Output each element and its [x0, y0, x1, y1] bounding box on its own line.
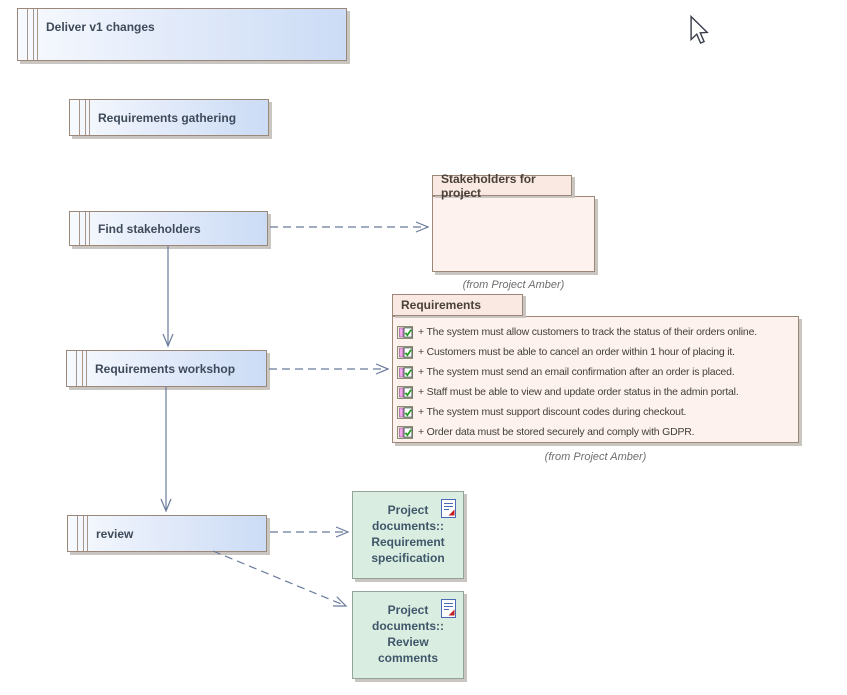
package-origin-note: (from Project Amber) — [544, 451, 647, 463]
activity-left-line — [27, 9, 28, 60]
mouse-cursor-icon — [690, 15, 709, 45]
document-icon — [441, 599, 456, 618]
activity-double-line — [82, 351, 87, 386]
activity-label: Find stakeholders — [98, 221, 201, 236]
requirement-checkbox-icon — [397, 325, 413, 339]
dependency-review-to-review-comments[interactable] — [212, 550, 348, 607]
package-requirements-body[interactable]: + The system must allow customers to tra… — [392, 316, 799, 443]
requirement-item[interactable]: + The system must allow customers to tra… — [393, 322, 798, 342]
activity-requirements-workshop[interactable]: Requirements workshop — [66, 350, 267, 387]
requirement-checkbox-icon — [397, 405, 413, 419]
activity-double-line — [33, 9, 38, 60]
requirement-text: + Staff must be able to view and update … — [418, 386, 739, 398]
activity-left-line — [79, 212, 80, 245]
requirement-text: + The system must send an email confirma… — [418, 366, 735, 378]
activity-deliver-v1-changes[interactable]: Deliver v1 changes — [17, 8, 347, 61]
requirement-text: + Customers must be able to cancel an or… — [418, 346, 735, 358]
document-label: Project documents:: Review comments — [372, 603, 444, 665]
activity-requirements-gathering[interactable]: Requirements gathering — [69, 99, 269, 136]
requirement-checkbox-icon — [397, 385, 413, 399]
activity-double-line — [83, 516, 88, 551]
requirement-checkbox-icon — [397, 425, 413, 439]
package-title: Stakeholders for project — [441, 171, 536, 200]
package-stakeholders-tab[interactable]: Stakeholders for project — [432, 172, 572, 200]
activity-review[interactable]: review — [67, 515, 267, 552]
activity-find-stakeholders[interactable]: Find stakeholders — [69, 211, 268, 246]
activity-double-line — [85, 100, 90, 135]
activity-left-line — [79, 100, 80, 135]
activity-label: Deliver v1 changes — [46, 20, 155, 34]
requirement-item[interactable]: + The system must send an email confirma… — [393, 362, 798, 382]
document-review-comments[interactable]: Project documents:: Review comments — [352, 591, 464, 679]
activity-label: Requirements workshop — [95, 361, 236, 376]
requirements-list: + The system must allow customers to tra… — [393, 317, 798, 442]
requirement-item[interactable]: + Staff must be able to view and update … — [393, 382, 798, 402]
document-icon — [441, 499, 456, 518]
activity-double-line — [85, 212, 90, 245]
requirement-checkbox-icon — [397, 345, 413, 359]
package-requirements-tab[interactable]: Requirements — [392, 294, 523, 316]
requirement-item[interactable]: + Customers must be able to cancel an or… — [393, 342, 798, 362]
package-title: Requirements — [401, 298, 482, 312]
requirement-checkbox-icon — [397, 365, 413, 379]
activity-label: Requirements gathering — [98, 110, 237, 125]
requirement-text: + Order data must be stored securely and… — [418, 426, 695, 438]
document-requirement-specification[interactable]: Project documents:: Requirement specific… — [352, 491, 464, 579]
requirement-item[interactable]: + The system must support discount codes… — [393, 402, 798, 422]
requirement-item[interactable]: + Order data must be stored securely and… — [393, 422, 798, 442]
activity-label: review — [96, 526, 134, 541]
activity-left-line — [76, 351, 77, 386]
requirement-text: + The system must support discount codes… — [418, 406, 687, 418]
package-origin-note: (from Project Amber) — [462, 279, 565, 291]
document-label: Project documents:: Requirement specific… — [371, 503, 445, 565]
requirement-text: + The system must allow customers to tra… — [418, 326, 757, 338]
activity-left-line — [77, 516, 78, 551]
package-stakeholders-body[interactable] — [432, 196, 595, 272]
